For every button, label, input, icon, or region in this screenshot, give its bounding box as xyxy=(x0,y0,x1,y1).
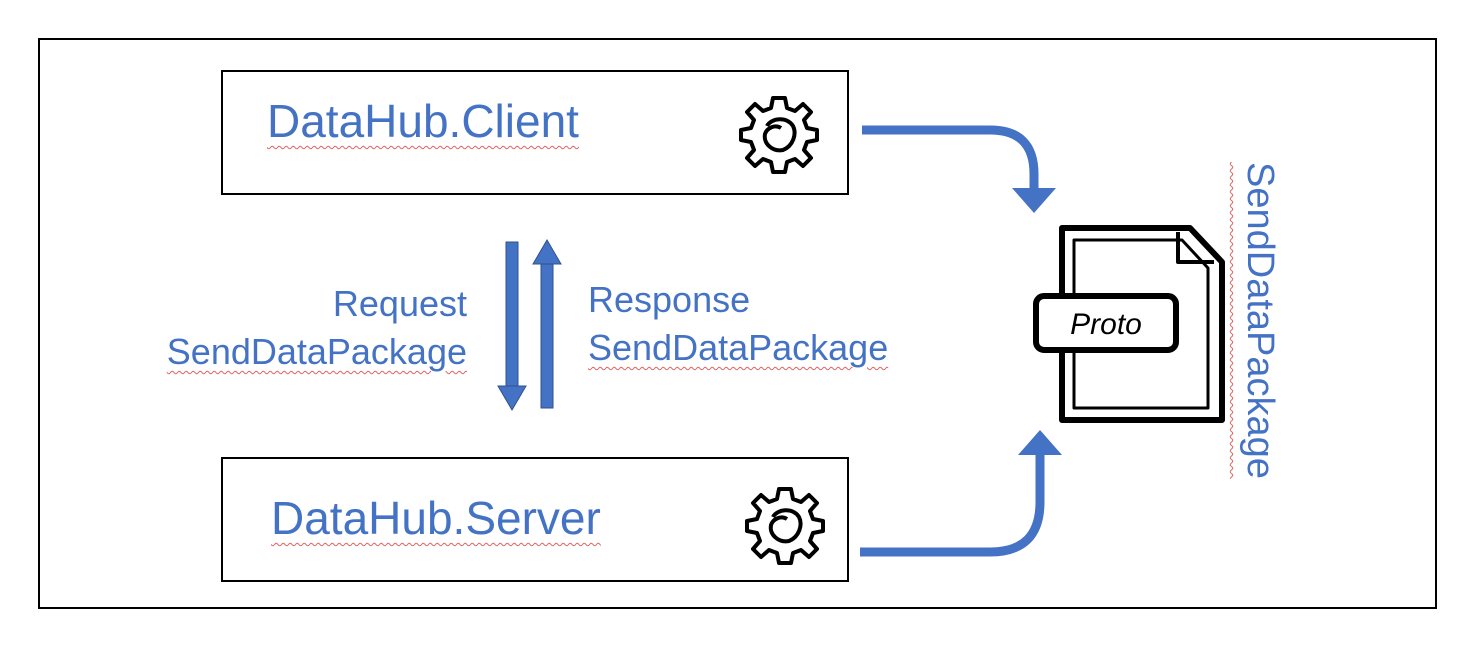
side-label: SendDataPackage xyxy=(1239,162,1281,479)
response-line2: SendDataPackage xyxy=(588,327,889,368)
request-label: Request SendDataPackage xyxy=(167,280,467,376)
request-line1: Request xyxy=(332,283,467,324)
gear-icon xyxy=(745,487,825,565)
server-to-proto-arrow xyxy=(860,430,1062,557)
client-title: DataHub.Client xyxy=(267,95,579,147)
document-icon xyxy=(1033,225,1225,423)
proto-label: Proto xyxy=(1070,308,1142,341)
response-arrow xyxy=(532,239,562,409)
diagram-frame xyxy=(38,38,1437,609)
client-to-proto-arrow xyxy=(862,125,1056,213)
response-line1: Response xyxy=(588,279,751,320)
response-label: Response SendDataPackage xyxy=(588,276,888,372)
request-arrow xyxy=(497,241,527,411)
server-box: DataHub.Server xyxy=(221,457,849,582)
gear-icon xyxy=(739,96,819,174)
client-box: DataHub.Client xyxy=(221,70,849,195)
request-line2: SendDataPackage xyxy=(166,331,467,372)
server-title: DataHub.Server xyxy=(271,492,601,544)
